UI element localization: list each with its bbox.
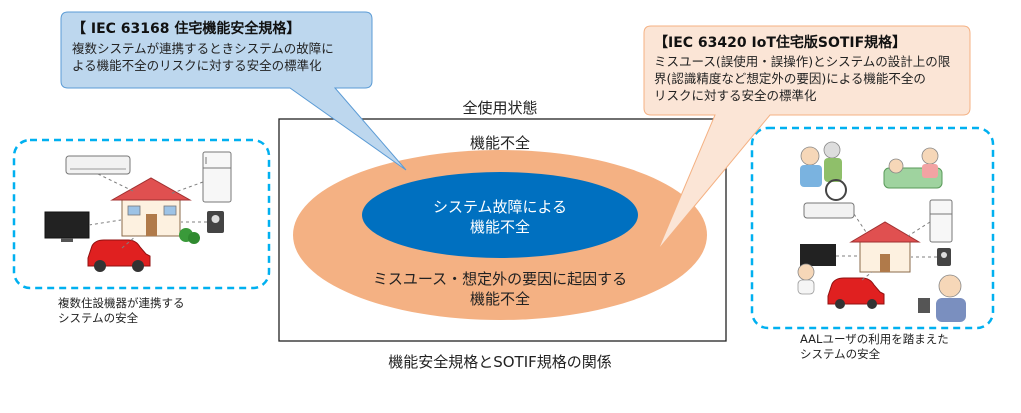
house-icon (110, 177, 192, 237)
misuse-label-line-1: ミスユース・想定外の要因に起因する (372, 270, 628, 288)
system-failure-label-line-2: 機能不全 (469, 218, 530, 236)
right-scene-box (750, 126, 995, 330)
right-scene-caption-line-2: システムの安全 (800, 347, 881, 361)
callout-left-body-line-1: 複数システムが連携するときシステムの故障に (72, 41, 334, 56)
callout-left-bubble (60, 11, 407, 171)
bed-care-icon (883, 147, 943, 189)
left-scene-box (12, 138, 271, 290)
callout-left-title: 【 IEC 63168 住宅機能安全規格】 (72, 21, 301, 37)
car-icon (87, 239, 151, 272)
tablet-user-icon (918, 274, 966, 322)
system-failure-ellipse (362, 172, 638, 258)
wheelchair-user-icon (800, 141, 847, 201)
tv-icon (44, 211, 90, 242)
callout-left-body-line-2: よる機能不全のリスクに対する安全の標準化 (72, 58, 322, 73)
left-scene-caption-line-2: システムの安全 (58, 311, 139, 325)
baby-icon (797, 263, 815, 295)
refrigerator-icon (202, 151, 232, 203)
left-scene-caption-line-1: 複数住設機器が連携する (58, 296, 185, 310)
all-use-states-label: 全使用状態 (462, 99, 538, 117)
right-scene-caption-line-1: AALユーザの利用を踏まえた (800, 332, 949, 346)
system-failure-label-line-1: システム故障による (432, 198, 568, 216)
car-icon-right (827, 277, 885, 309)
intercom-icon (207, 211, 224, 233)
diagram-caption: 機能安全規格とSOTIF規格の関係 (388, 353, 612, 371)
air-conditioner-icon (65, 155, 131, 175)
house-icon-right (849, 221, 921, 273)
callout-right-body-line-3: リスクに対する安全の標準化 (654, 88, 817, 103)
callout-right-title: 【IEC 63420 IoT住宅版SOTIF規格】 (654, 35, 907, 51)
callout-right-body-line-2: 界(認識精度など想定外の要因)による機能不全の (654, 71, 926, 86)
right-scene-illustration (797, 141, 966, 322)
air-conditioner-icon-right (803, 202, 855, 219)
malfunction-label: 機能不全 (469, 134, 530, 152)
tv-icon-right (800, 244, 836, 266)
callout-right-body-line-1: ミスユース(誤使用・誤操作)とシステムの設計上の限 (654, 54, 951, 69)
callout-right-bubble (643, 25, 971, 251)
intercom-icon-right (937, 248, 951, 266)
misuse-label-line-2: 機能不全 (469, 290, 530, 308)
refrigerator-icon-right (929, 199, 953, 243)
left-scene-illustration (44, 151, 232, 272)
